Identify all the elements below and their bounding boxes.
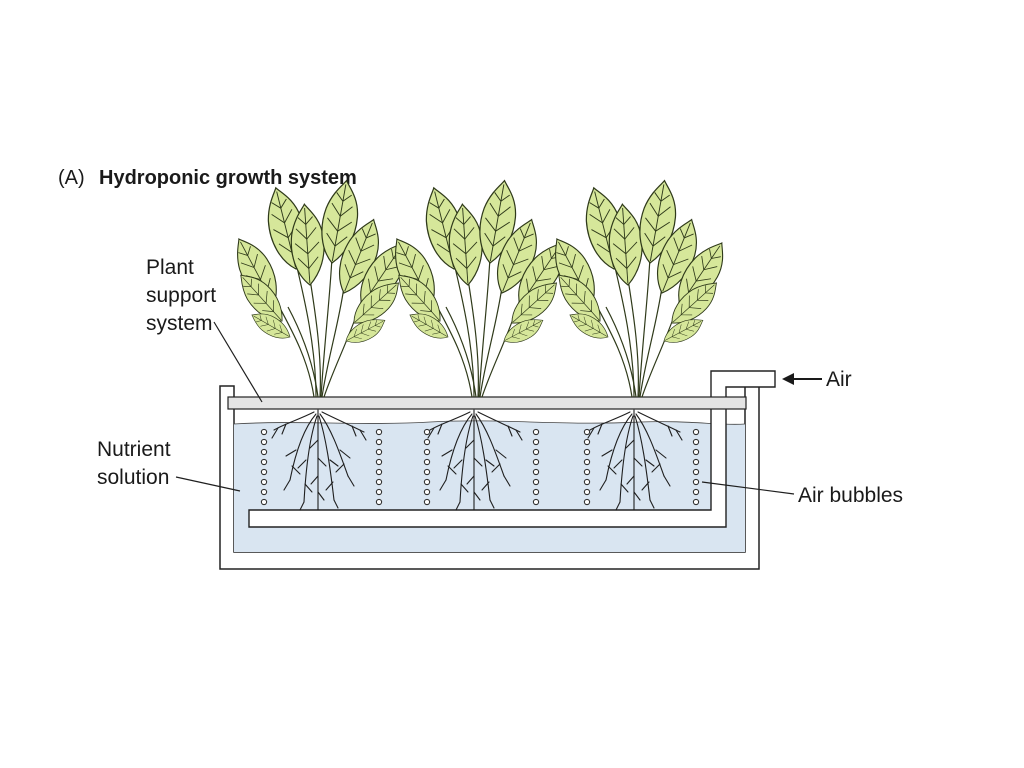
- svg-text:support: support: [146, 284, 216, 307]
- diagram-title: Hydroponic growth system: [99, 167, 357, 189]
- air-arrow-head: [782, 373, 794, 385]
- panel-letter: (A): [58, 167, 85, 189]
- svg-text:Plant: Plant: [146, 256, 194, 279]
- svg-text:Nutrient: Nutrient: [97, 438, 171, 461]
- air-tube: [248, 370, 776, 528]
- svg-text:solution: solution: [97, 466, 169, 489]
- svg-text:system: system: [146, 312, 213, 335]
- label-air: Air: [782, 368, 852, 391]
- label-plant-support-system: Plant support system: [146, 256, 263, 403]
- label-air-bubbles: Air bubbles: [701, 481, 903, 507]
- plant-2: [384, 178, 575, 397]
- tank: [219, 385, 760, 570]
- plant-1: [226, 178, 417, 397]
- leader-nutrient-solution: [175, 476, 241, 492]
- leader-plant-support: [213, 321, 263, 403]
- plant-support-bar: [227, 396, 747, 410]
- plant-3: [544, 178, 735, 397]
- plants: [226, 178, 735, 397]
- svg-text:Air bubbles: Air bubbles: [798, 484, 903, 507]
- label-nutrient-solution: Nutrient solution: [97, 438, 241, 492]
- svg-text:Air: Air: [826, 368, 852, 391]
- leader-air-bubbles: [701, 481, 795, 495]
